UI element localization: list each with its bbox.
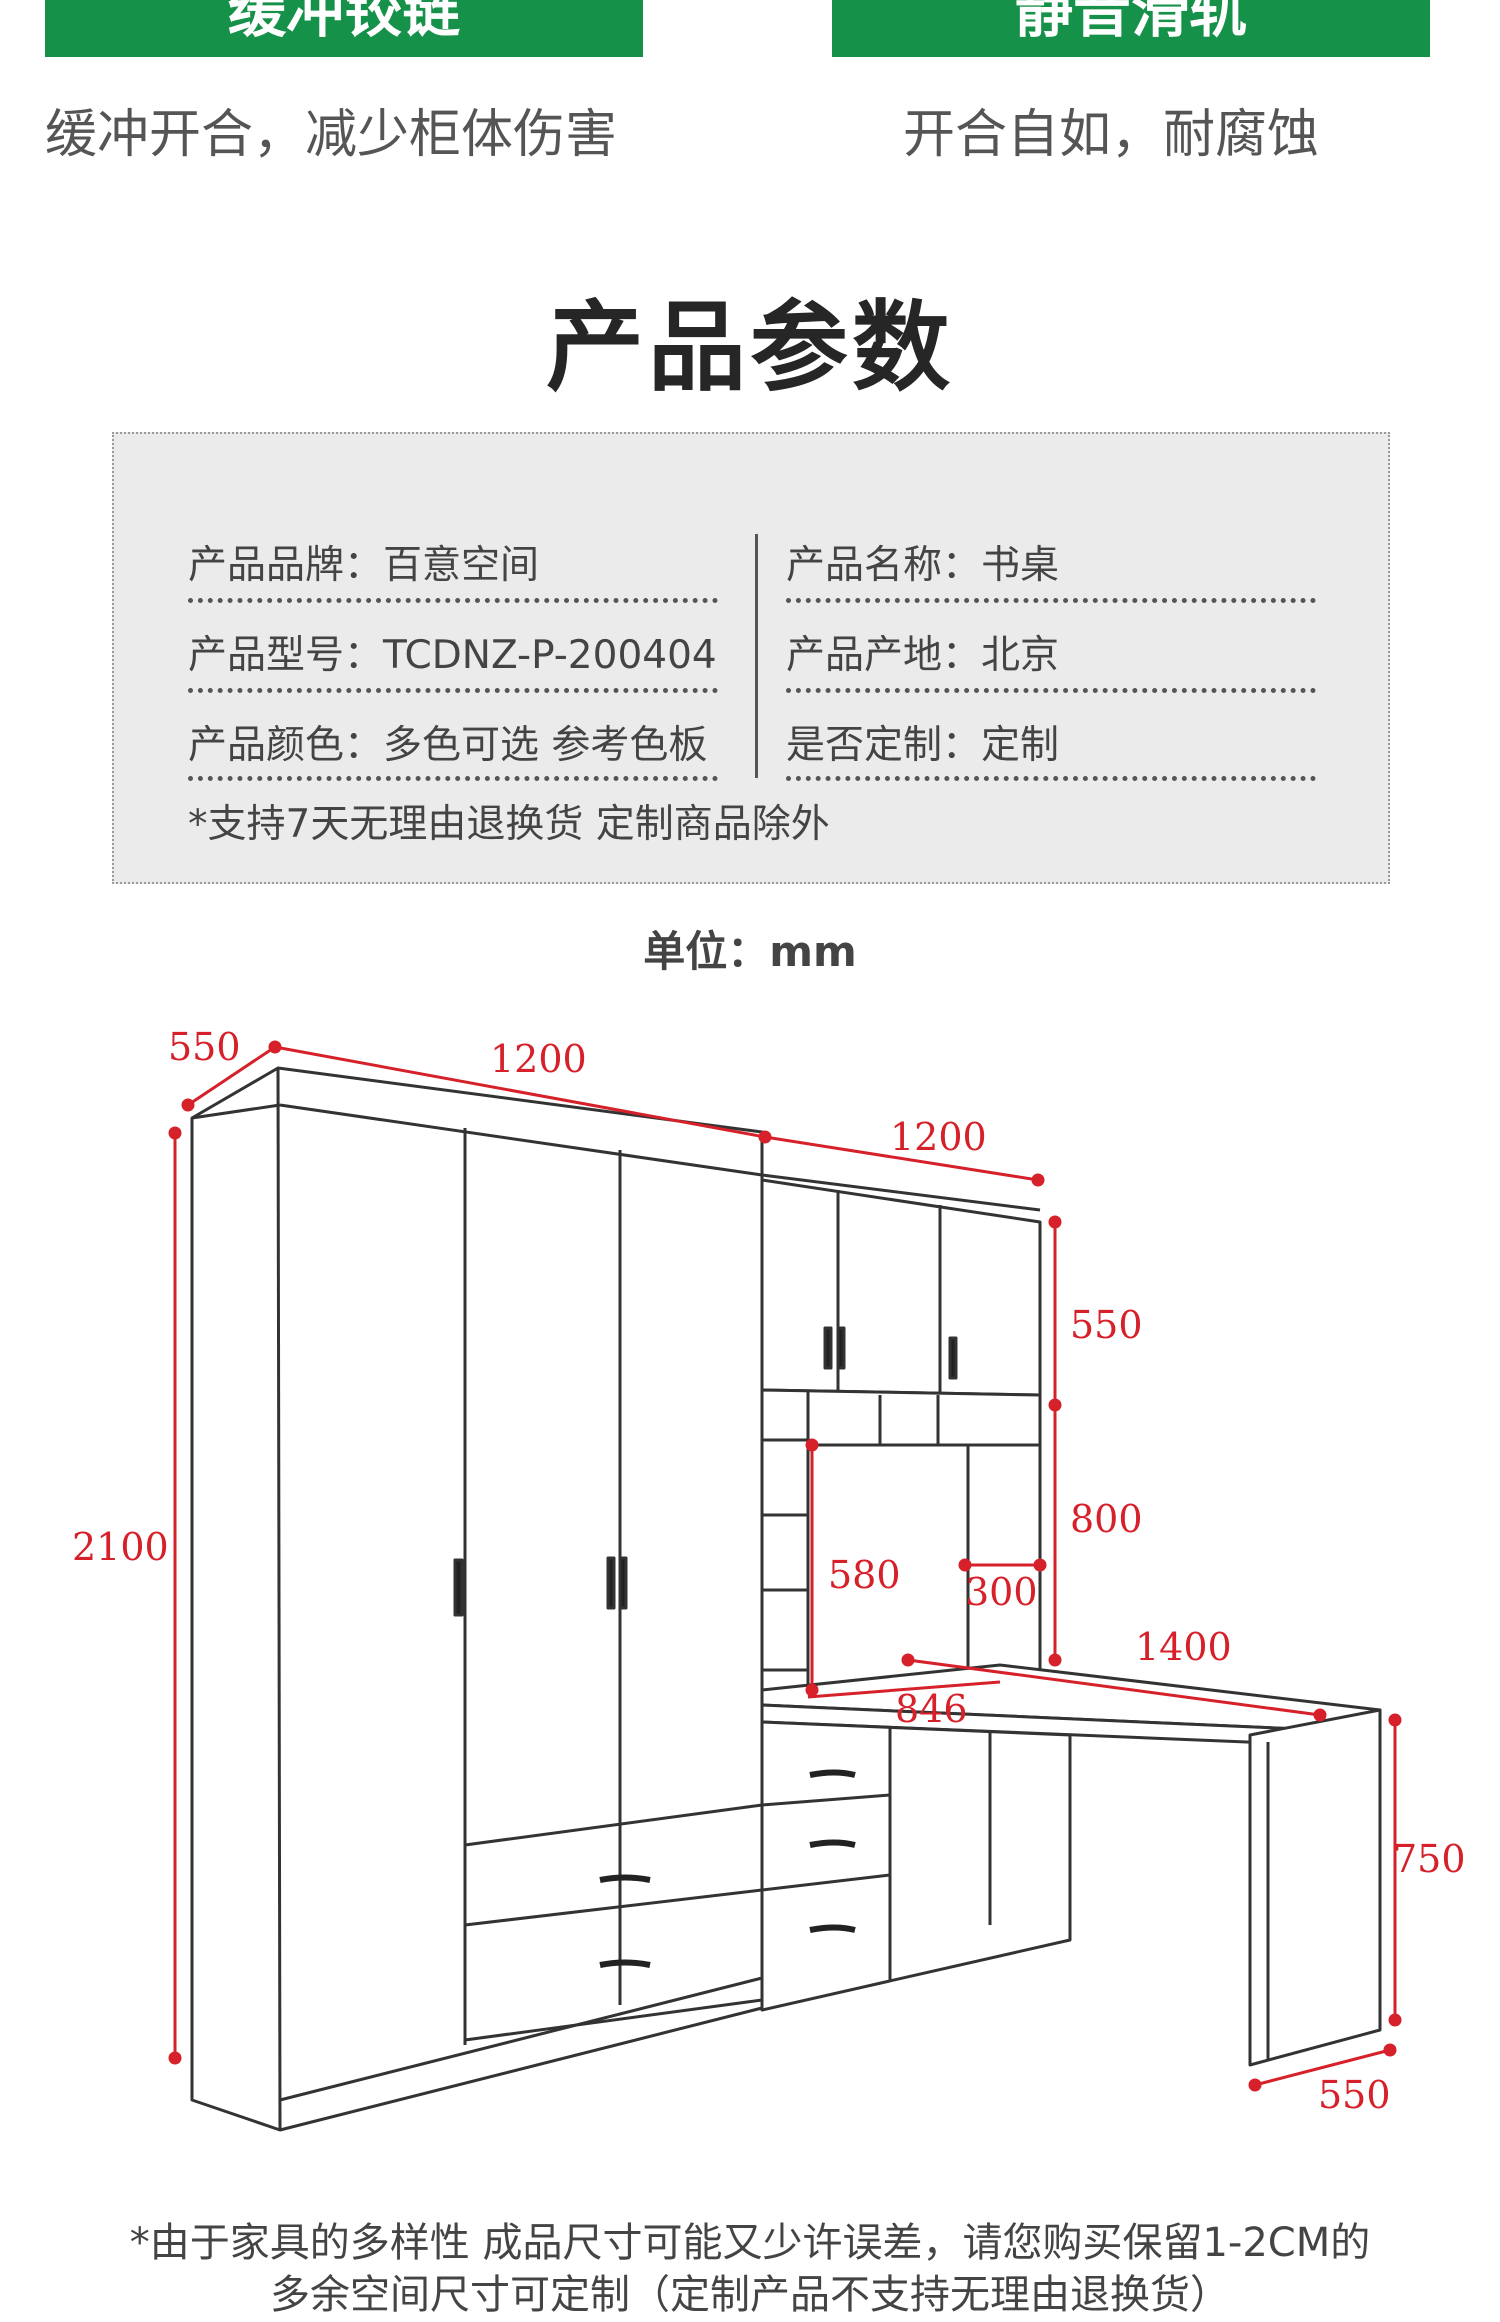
dim-shelf-depth: 300	[965, 1570, 1038, 1614]
furniture-dimension-diagram: 550 1200 1200 2100 550 800 580 300 1400 …	[72, 1025, 1466, 2132]
dotted-divider	[786, 776, 1316, 781]
dotted-divider	[188, 688, 718, 693]
desk-leg	[1248, 1708, 1382, 2067]
dim-desk-end-depth: 550	[1318, 2073, 1391, 2117]
dim-wardrobe-width: 1200	[490, 1037, 587, 1081]
feature-desc-hinge: 缓冲开合，减少柜体伤害	[45, 105, 618, 165]
dim-desk-inner-width: 846	[895, 1687, 968, 1731]
dim-desk-unit-width: 1200	[890, 1115, 987, 1159]
desk-lower-cabinet	[760, 1720, 1072, 2012]
dotted-divider	[188, 776, 718, 781]
param-name: 产品名称：书桌	[786, 543, 1060, 588]
feature-banner-hinge: 缓冲铰链	[45, 0, 643, 57]
param-box	[112, 432, 1390, 884]
param-model: 产品型号：TCDNZ-P-200404	[188, 633, 717, 678]
unit-label: 单位：mm	[643, 927, 857, 976]
dotted-divider	[786, 688, 1316, 693]
furniture-outline	[190, 1066, 1382, 2132]
dim-shelf-height: 800	[1070, 1497, 1143, 1541]
section-title: 产品参数	[545, 291, 954, 405]
dim-wardrobe-depth: 550	[168, 1025, 241, 1069]
param-color: 产品颜色：多色可选 参考色板	[188, 723, 708, 768]
footer-note-line1: *由于家具的多样性 成品尺寸可能又少许误差，请您购买保留1-2CM的	[129, 2220, 1371, 2266]
top-cabinet	[760, 1178, 1042, 1397]
dim-top-cabinet-height: 550	[1070, 1303, 1143, 1347]
param-origin: 产品产地：北京	[786, 633, 1060, 678]
dotted-divider	[188, 598, 718, 603]
param-custom: 是否定制：定制	[786, 723, 1060, 768]
dim-desk-length: 1400	[1135, 1625, 1232, 1669]
feature-banner-slide: 静音滑轨	[832, 0, 1430, 57]
param-brand: 产品品牌：百意空间	[188, 543, 540, 588]
footer-note-line2: 多余空间尺寸可定制（定制产品不支持无理由退换货）	[270, 2272, 1230, 2318]
param-note: *支持7天无理由退换货 定制商品除外	[188, 802, 830, 847]
feature-title: 缓冲铰链	[227, 0, 460, 45]
dim-desk-height: 750	[1393, 1837, 1466, 1881]
dotted-divider	[786, 598, 1316, 603]
dimension-lines	[168, 1040, 1402, 2092]
dim-side-shelf-height: 580	[828, 1553, 901, 1597]
feature-desc-slide: 开合自如，耐腐蚀	[903, 105, 1320, 165]
dim-wardrobe-height: 2100	[72, 1525, 169, 1569]
column-divider	[755, 534, 758, 778]
feature-title: 静音滑轨	[1014, 0, 1247, 45]
